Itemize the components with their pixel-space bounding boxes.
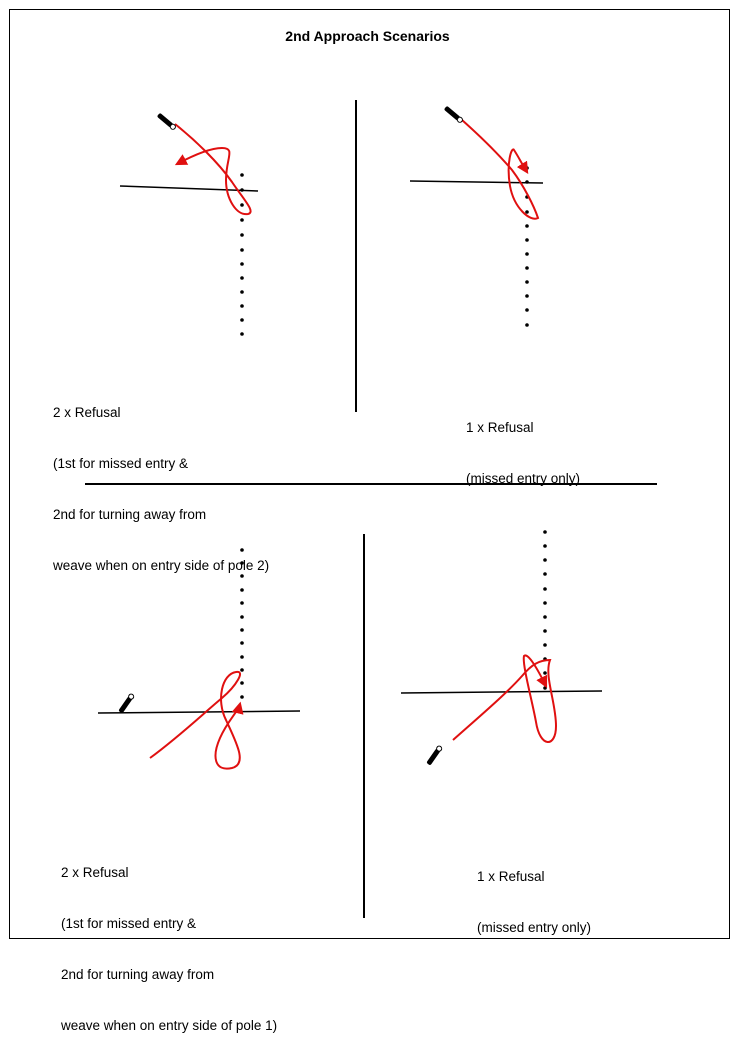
dog-path (174, 123, 252, 216)
caption-line: 2nd for turning away from (53, 507, 207, 522)
scenario-2-diagram (409, 106, 544, 327)
dog-path (149, 670, 244, 770)
scenario-4-caption: 1 x Refusal (missed entry only) (477, 834, 591, 953)
weave-poles (240, 173, 244, 336)
scenario-diagrams (85, 100, 657, 918)
caption-line: weave when on entry side of pole 2) (53, 558, 270, 573)
handler-icon (444, 106, 463, 123)
caption-line: (1st for missed entry & (61, 916, 197, 931)
caption-line: (missed entry only) (477, 920, 592, 935)
scenario-2-caption: 1 x Refusal (missed entry only) (466, 385, 580, 504)
caption-line: 1 x Refusal (477, 869, 545, 884)
weave-poles (525, 166, 529, 327)
entry-line (409, 180, 544, 184)
scenario-1-diagram (119, 113, 259, 336)
caption-line: (1st for missed entry & (53, 456, 189, 471)
entry-line (97, 710, 301, 714)
weave-poles (240, 548, 244, 699)
entry-line (400, 690, 603, 694)
entry-line (119, 185, 259, 192)
handler-icon (157, 113, 176, 130)
caption-line: 1 x Refusal (466, 420, 534, 435)
handler-icon (119, 693, 135, 713)
weave-poles (543, 530, 547, 690)
caption-line: 2nd for turning away from (61, 967, 215, 982)
scenario-1-caption: 2 x Refusal (1st for missed entry & 2nd … (53, 370, 269, 591)
scenario-3-caption: 2 x Refusal (1st for missed entry & 2nd … (61, 830, 277, 1051)
caption-line: (missed entry only) (466, 471, 581, 486)
caption-line: weave when on entry side of pole 1) (61, 1018, 278, 1033)
caption-line: 2 x Refusal (61, 865, 129, 880)
dog-path (452, 654, 558, 743)
scenario-3-diagram (97, 548, 301, 770)
dog-path (461, 119, 540, 220)
caption-line: 2 x Refusal (53, 405, 121, 420)
handler-icon (427, 745, 443, 765)
scenario-4-diagram (400, 530, 603, 765)
page-title: 2nd Approach Scenarios (285, 28, 450, 44)
page-border (9, 9, 730, 939)
